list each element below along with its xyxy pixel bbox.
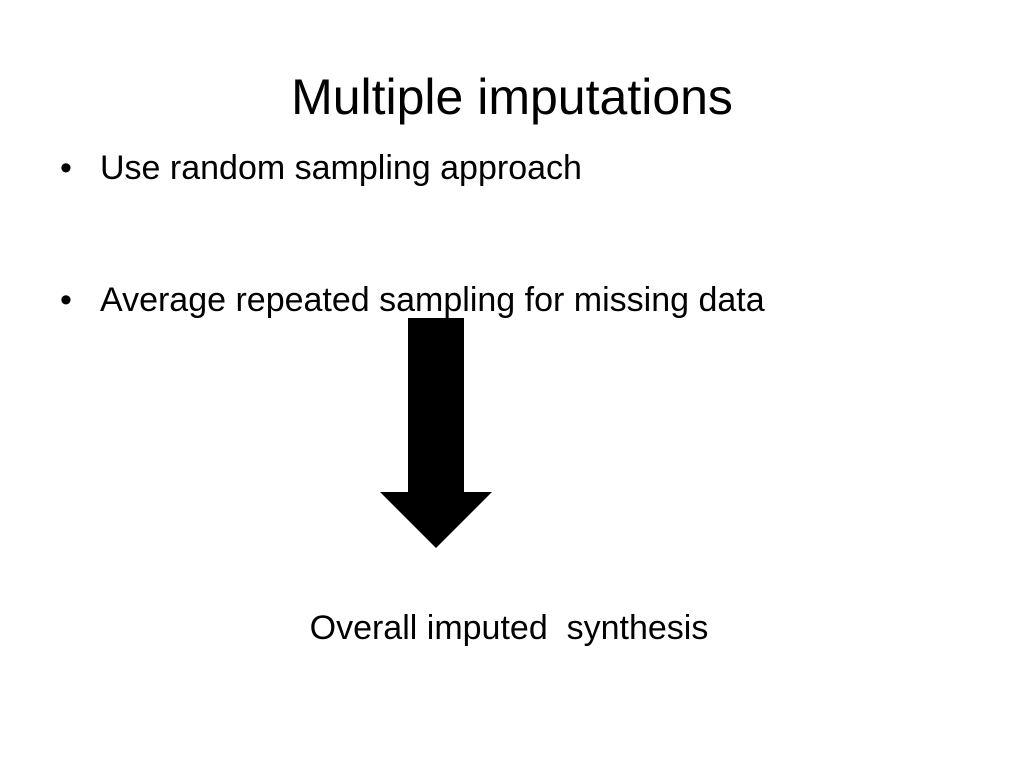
bullet-marker: •: [60, 149, 72, 187]
down-arrow-icon: [380, 318, 492, 548]
slide-title: Multiple imputations: [291, 69, 733, 125]
bullet-text: Use random sampling approach: [100, 149, 582, 187]
bullet-item-average-sampling: • Average repeated sampling for missing …: [56, 274, 996, 326]
result-text: Overall imputed synthesis: [309, 609, 709, 647]
bullet-text: Average repeated sampling for missing da…: [100, 281, 765, 319]
bullet-marker: •: [60, 281, 72, 319]
bullet-item-random-sampling: • Use random sampling approach: [56, 142, 996, 194]
bullet-list: • Use random sampling approach • Average…: [56, 142, 996, 326]
